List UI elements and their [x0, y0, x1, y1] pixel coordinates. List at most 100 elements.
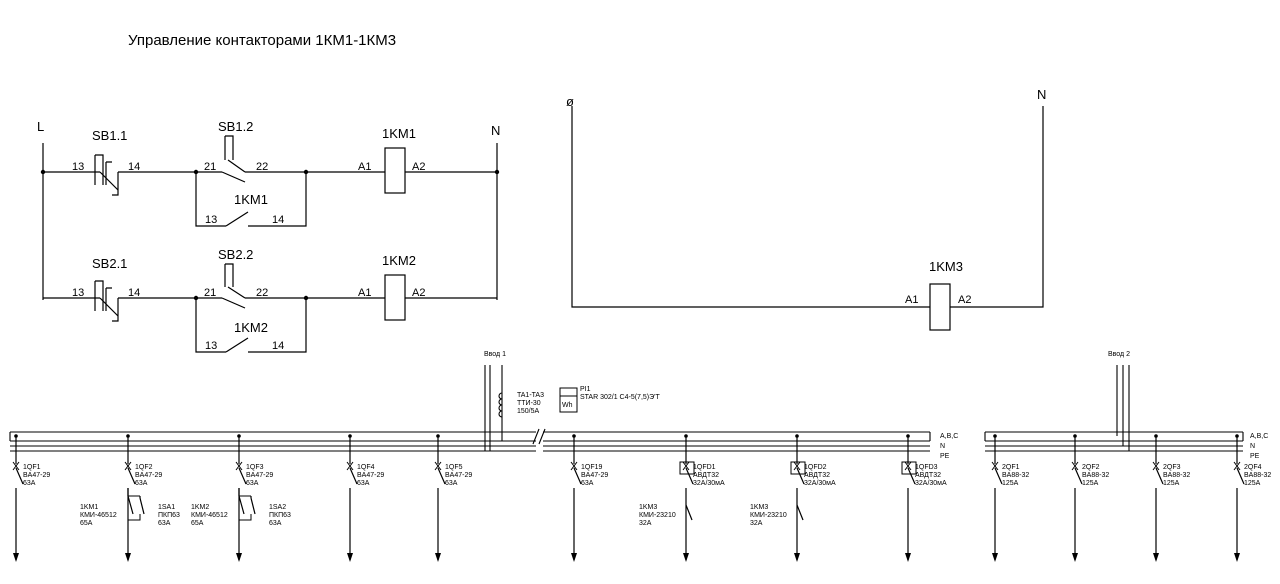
- busbar-abc: [9, 431, 536, 442]
- sb1-2-label: SB1.2: [218, 119, 253, 134]
- svg-text:A2: A2: [412, 161, 425, 173]
- svg-text:A1: A1: [358, 161, 371, 173]
- contactor-name: 1KM3: [750, 504, 768, 511]
- svg-text:14: 14: [272, 340, 284, 352]
- control-circuit-1: L N SB1.1 13 14 SB1.2 21 22: [37, 119, 500, 353]
- contactor-rating: 65A: [80, 520, 93, 527]
- feeder-name: 1QF3: [246, 464, 264, 471]
- breaker-contact: [238, 467, 247, 485]
- start-button-sb2-2: [221, 263, 246, 309]
- breaker-contact: [437, 467, 446, 485]
- breaker-contact: [349, 467, 358, 485]
- feeder-rating: 125A: [1244, 480, 1261, 487]
- contactor-name: 1KM2: [191, 504, 209, 511]
- feeder-type: BA47-29: [246, 472, 273, 479]
- switch-type: ПКП63: [158, 512, 180, 519]
- feeder-type: АВДТ32: [804, 472, 830, 479]
- phase-symbol: ø: [566, 94, 574, 109]
- neutral-n-label: N: [491, 123, 500, 138]
- feeder-type: BA47-29: [23, 472, 50, 479]
- breaker-contact: [15, 467, 24, 485]
- contactor-type: КМИ-46512: [191, 512, 228, 519]
- contactor-type: КМИ-23210: [750, 512, 787, 519]
- switch-name: 1SA2: [269, 504, 286, 511]
- feeder-type: BA88-32: [1002, 472, 1029, 479]
- breaker-contact: [1074, 467, 1083, 485]
- feeder-name: 1QF1: [23, 464, 41, 471]
- svg-text:21: 21: [204, 287, 216, 299]
- svg-text:N: N: [1250, 443, 1255, 450]
- switch-rating: 63A: [269, 520, 282, 527]
- svg-text:A2: A2: [958, 294, 971, 306]
- abc-label: A,B,C: [940, 433, 958, 440]
- feeder-name: 2QF4: [1244, 464, 1262, 471]
- feeder-rating: 125A: [1002, 480, 1019, 487]
- breaker-contact: [796, 467, 805, 485]
- breaker-contact: [127, 467, 136, 485]
- km1-contact-label: 1KM1: [234, 192, 268, 207]
- feeder-rating: 63A: [357, 480, 370, 487]
- svg-text:21: 21: [204, 161, 216, 173]
- feeder-rating: 63A: [23, 480, 36, 487]
- feeder-name: 1QFD3: [915, 464, 938, 471]
- contactor-name: 1KM3: [639, 504, 657, 511]
- svg-text:150/5A: 150/5A: [517, 408, 540, 415]
- stop-button-sb2-1: [94, 280, 119, 322]
- svg-text:ТТИ-30: ТТИ-30: [517, 400, 541, 407]
- feeder-name: 2QF1: [1002, 464, 1020, 471]
- svg-text:13: 13: [72, 161, 84, 173]
- rcd-box: [901, 461, 917, 475]
- svg-text:14: 14: [128, 161, 140, 173]
- feeder-name: 1QF4: [357, 464, 375, 471]
- sb1-1-label: SB1.1: [92, 128, 127, 143]
- breaker-contact: [1155, 467, 1164, 485]
- feeder-name: 1QFD1: [693, 464, 716, 471]
- breaker-contact: [994, 467, 1003, 485]
- n-label: N: [940, 443, 945, 450]
- contactor-contact: [685, 504, 693, 521]
- contactor-rating: 65A: [191, 520, 204, 527]
- neutral-n2-label: N: [1037, 87, 1046, 102]
- feeder-rating: 63A: [135, 480, 148, 487]
- rcd-box: [790, 461, 806, 475]
- km2-coil-label: 1KM2: [382, 253, 416, 268]
- sb2-1-label: SB2.1: [92, 256, 127, 271]
- feeder-rating: 125A: [1163, 480, 1180, 487]
- phase-l-label: L: [37, 119, 44, 134]
- km1-coil-label: 1KM1: [382, 126, 416, 141]
- rcd-box: [679, 461, 695, 475]
- contactor-rating: 32A: [639, 520, 652, 527]
- feeder-rating: 32A/30мА: [915, 480, 947, 487]
- breaker-contact: [573, 467, 582, 485]
- current-transformer: [498, 392, 503, 418]
- input2-label: Ввод 2: [1108, 351, 1130, 358]
- feeder-type: BA88-32: [1163, 472, 1190, 479]
- diagram-title: Управление контакторами 1КМ1-1КМ3: [128, 32, 396, 49]
- feeder-1qf3: 1QF3BA47-2963A1KM2КМИ-4651265A1SA2ПКП636…: [191, 434, 291, 562]
- breaker-contact: [1236, 467, 1245, 485]
- svg-text:22: 22: [256, 287, 268, 299]
- svg-text:13: 13: [72, 287, 84, 299]
- switch-type: ПКП63: [269, 512, 291, 519]
- svg-text:14: 14: [128, 287, 140, 299]
- contactor-name: 1KM1: [80, 504, 98, 511]
- feeder-name: 1QF5: [445, 464, 463, 471]
- feeder-type: BA47-29: [445, 472, 472, 479]
- coil-1km2: [384, 274, 406, 321]
- feeder-name: 1QF2: [135, 464, 153, 471]
- feeder-1qf2: 1QF2BA47-2963A1KM1КМИ-4651265A1SA1ПКП636…: [80, 434, 180, 562]
- svg-text:PE: PE: [1250, 453, 1260, 460]
- meter-symbol: Wh: [562, 402, 573, 409]
- self-hold-branch-1: [195, 172, 226, 227]
- svg-text:A2: A2: [412, 287, 425, 299]
- svg-text:PI1: PI1: [580, 386, 591, 393]
- switch-name: 1SA1: [158, 504, 175, 511]
- feeder-name: 2QF3: [1163, 464, 1181, 471]
